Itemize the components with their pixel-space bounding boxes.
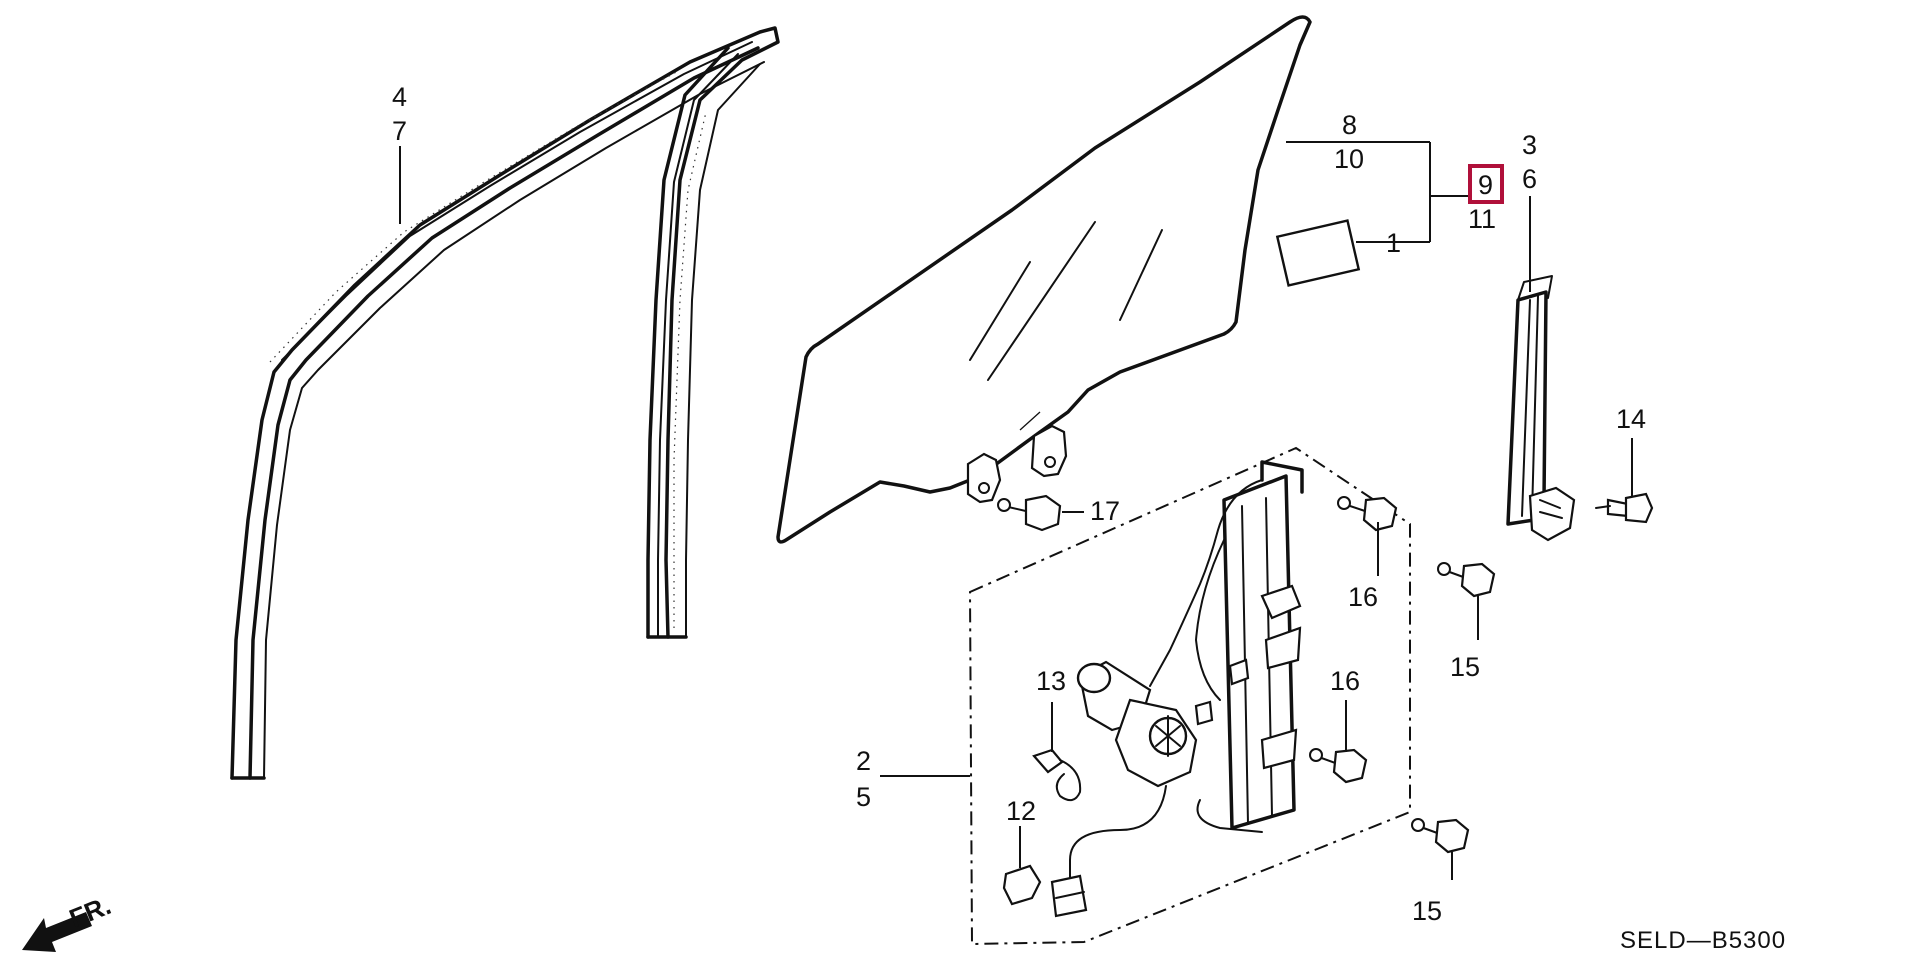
callout-9: 9 — [1478, 170, 1493, 200]
callout-14: 14 — [1616, 404, 1646, 434]
callout-11: 11 — [1468, 204, 1496, 234]
regulator-assembly-outline — [968, 446, 1411, 946]
glass-bracket-right — [1030, 424, 1068, 478]
callout-16-lower: 16 — [1330, 666, 1360, 696]
door-glass-part — [776, 15, 1312, 544]
highlight-box — [1468, 164, 1504, 204]
callout-5: 5 — [856, 782, 871, 812]
diagram-code: SELD—B5300 — [1620, 927, 1786, 954]
window-regulator-part — [1050, 460, 1304, 918]
callout-6: 6 — [1522, 164, 1537, 194]
callout-16-upper: 16 — [1348, 582, 1378, 612]
clip-12 — [1002, 864, 1042, 906]
clip-13 — [1032, 748, 1082, 802]
bolt-15-upper — [1437, 562, 1496, 598]
screw-14 — [1595, 492, 1654, 524]
label-plate-part — [1275, 219, 1361, 287]
callout-7: 7 — [392, 116, 407, 146]
callout-1: 1 — [1386, 228, 1401, 258]
bolt-15-lower — [1411, 818, 1470, 854]
callout-3: 3 — [1522, 130, 1537, 160]
callout-13: 13 — [1036, 666, 1066, 696]
callout-15-lower: 15 — [1412, 896, 1442, 926]
callout-8: 8 — [1342, 110, 1357, 140]
leader-lines — [399, 141, 1633, 880]
run-channel-part — [230, 26, 780, 780]
bolt-16-upper — [1337, 496, 1398, 532]
bolt-17 — [997, 494, 1062, 532]
front-direction-indicator: FR. — [22, 890, 115, 952]
callout-17: 17 — [1090, 496, 1120, 526]
callout-labels: 4 7 8 10 9 11 1 3 6 14 17 16 15 16 13 2 … — [392, 82, 1646, 926]
bolt-16-lower — [1309, 748, 1368, 784]
front-arrow-icon — [22, 912, 92, 952]
callout-10: 10 — [1334, 144, 1364, 174]
glass-bracket-left — [966, 452, 1002, 504]
callout-4: 4 — [392, 82, 407, 112]
callout-15-upper: 15 — [1450, 652, 1480, 682]
callout-2: 2 — [856, 746, 871, 776]
rear-channel-part — [1506, 275, 1576, 542]
callout-12: 12 — [1006, 796, 1036, 826]
